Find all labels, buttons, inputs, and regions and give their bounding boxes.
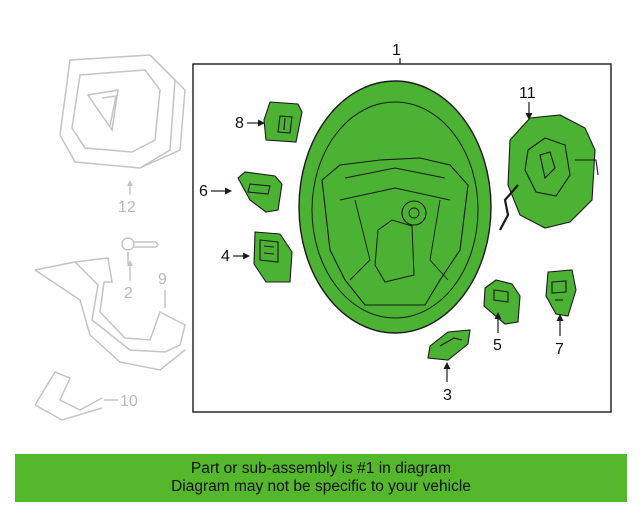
part-9-trim-bezel[interactable] xyxy=(34,257,186,371)
part-8-switch[interactable] xyxy=(263,101,303,143)
callout-1: 1 xyxy=(392,42,401,59)
part-12-airbag-module[interactable] xyxy=(59,54,186,169)
callout-2: 2 xyxy=(124,285,133,302)
parts-diagram: 12 2 9 10 1 8 6 4 xyxy=(34,42,612,421)
part-4-switch[interactable] xyxy=(253,231,293,283)
part-5-switch[interactable] xyxy=(483,279,521,325)
callout-9: 9 xyxy=(158,271,167,288)
callout-10: 10 xyxy=(120,393,138,410)
part-6-switch[interactable] xyxy=(237,171,283,213)
part-2-bolt[interactable] xyxy=(121,237,159,264)
part-10-lower-cover[interactable] xyxy=(34,371,118,421)
banner-line-1: Part or sub-assembly is #1 in diagram xyxy=(190,460,452,477)
part-7-switch[interactable] xyxy=(545,269,577,317)
part-11-clockspring[interactable] xyxy=(499,114,599,231)
callout-11: 11 xyxy=(519,85,536,102)
callout-7: 7 xyxy=(555,341,564,358)
callout-4: 4 xyxy=(221,248,230,265)
callout-8: 8 xyxy=(235,115,244,132)
callout-5: 5 xyxy=(493,337,502,354)
callout-12: 12 xyxy=(118,199,136,216)
callout-3: 3 xyxy=(443,387,452,404)
assembly-1-box xyxy=(192,63,612,413)
banner-line-2: Diagram may not be specific to your vehi… xyxy=(171,478,471,495)
info-banner: Part or sub-assembly is #1 in diagram Di… xyxy=(15,454,627,502)
part-3-cover[interactable] xyxy=(427,329,471,361)
part-1-steering-wheel[interactable] xyxy=(298,80,492,334)
callout-6: 6 xyxy=(199,183,208,200)
